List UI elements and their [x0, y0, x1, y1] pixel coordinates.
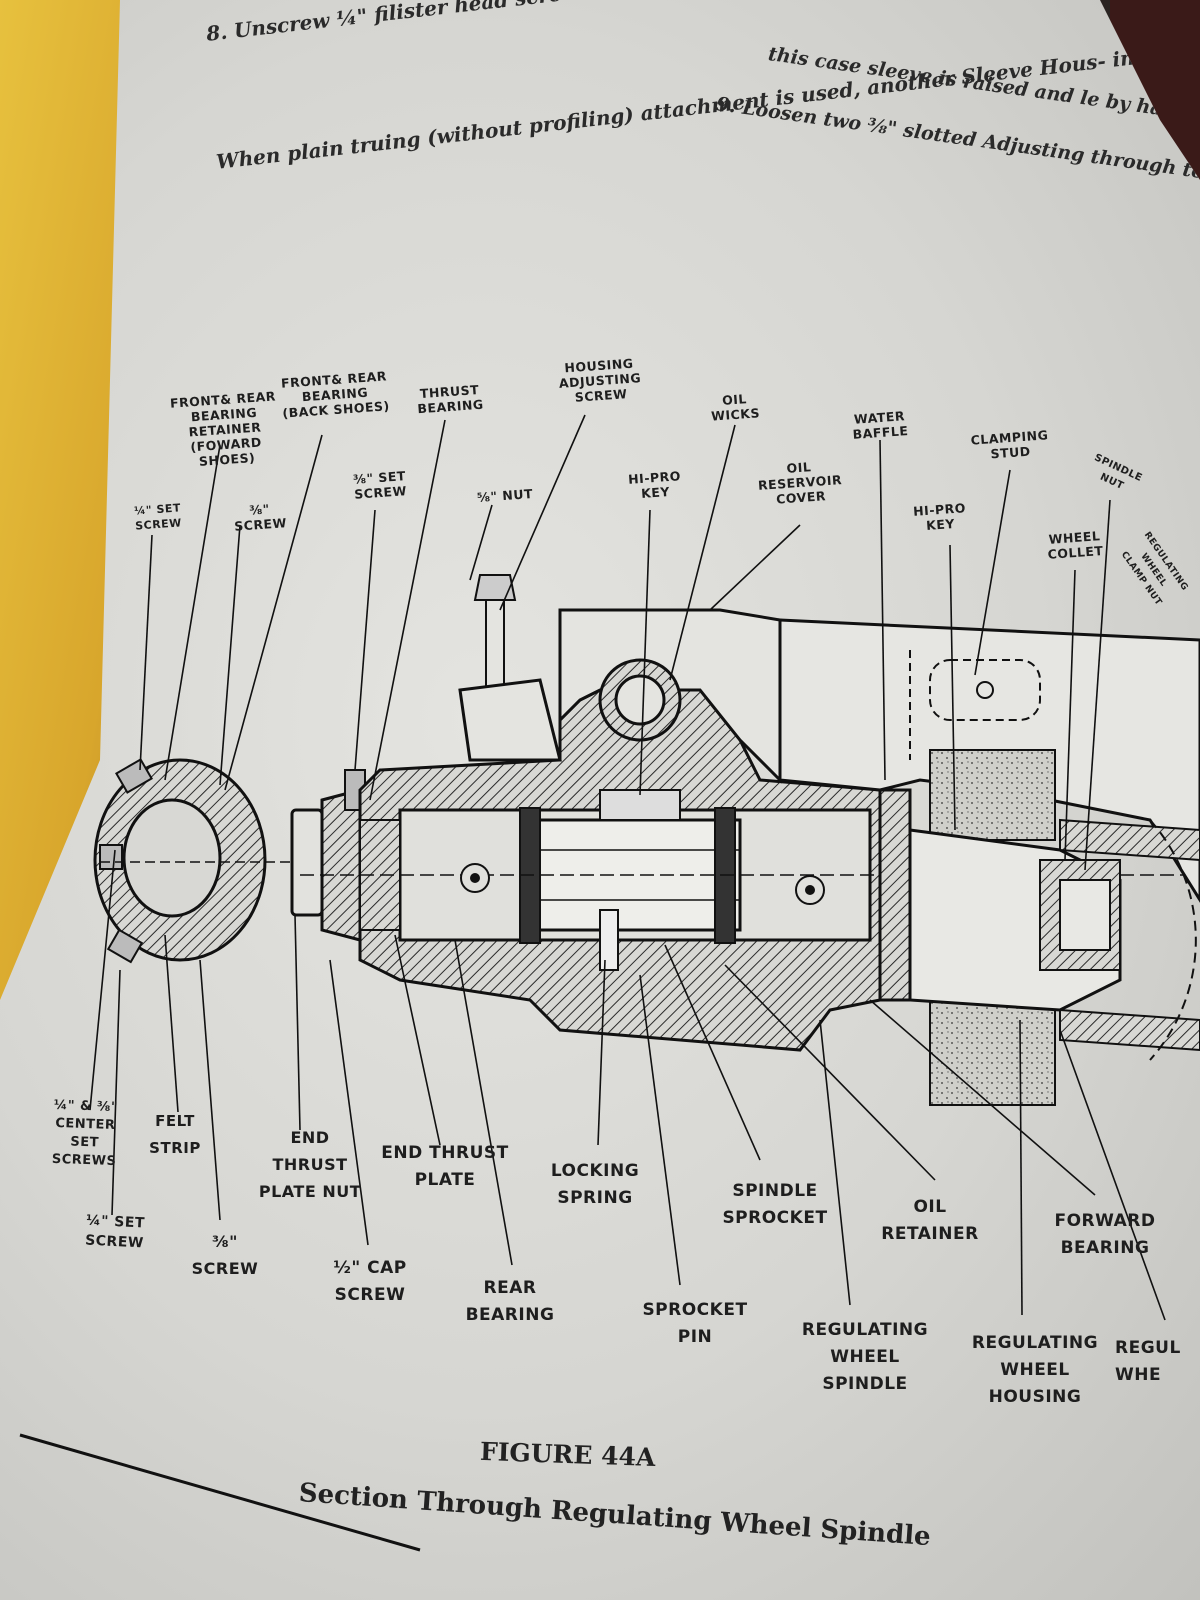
spindle-housing-drawing: [300, 574, 1200, 1106]
callout-set-screw-bottom: ¼" SET SCREW: [84, 1212, 146, 1252]
callout-hipro-key-right: HI-PRO KEY: [912, 500, 967, 533]
callout-screw-top-left: ⅜" SCREW: [233, 501, 288, 534]
callout-front-rear-bearing: FRONT& REAR BEARING (BACK SHOES): [280, 368, 391, 421]
callout-oil-reservoir-cover: OIL RESERVOIR COVER: [757, 459, 843, 507]
callout-cap-screw: ½" CAP SCREW: [333, 1258, 407, 1305]
figure-number: FIGURE 44A: [479, 1436, 656, 1473]
callout-oil-retainer: OIL RETAINER: [881, 1197, 979, 1244]
callout-locking-spring: LOCKING SPRING: [550, 1161, 640, 1208]
callout-thrust-bearing: THRUST BEARING: [416, 381, 485, 417]
callout-oil-wicks: OIL WICKS: [710, 391, 761, 424]
end-flange-drawing: [93, 758, 300, 964]
callout-water-baffle: WATER BAFFLE: [852, 408, 909, 442]
callout-reg-wheel-cut: REGUL WHE: [1115, 1338, 1181, 1385]
callout-sprocket-pin: SPROCKET PIN: [642, 1300, 748, 1347]
callout-wheel-collet: WHEEL COLLET: [1047, 528, 1104, 562]
leader-lines: [89, 414, 1166, 1321]
callout-reg-wheel-housing: REGULATING WHEEL HOUSING: [971, 1333, 1099, 1407]
callout-forward-bearing: FORWARD BEARING: [1054, 1211, 1156, 1258]
callout-spindle-sprocket: SPINDLE SPROCKET: [722, 1181, 828, 1228]
end-thrust-plate-drawing: [290, 769, 366, 942]
callout-set-screw-top-left: ¼" SET SCREW: [133, 501, 183, 533]
callout-end-thrust-plate-nut: END THRUST PLATE NUT: [258, 1128, 362, 1201]
callout-felt-strip: FELT STRIP: [149, 1112, 201, 1157]
callout-set-screw-top: ⅜" SET SCREW: [352, 468, 408, 502]
callout-front-rear-retainer: FRONT& REAR BEARING RETAINER (FOWARD SHO…: [169, 388, 277, 469]
callout-reg-wheel-spindle: REGULATING WHEEL SPINDLE: [801, 1320, 929, 1394]
callout-end-thrust-plate: END THRUST PLATE: [381, 1143, 509, 1190]
callout-clamping-stud: CLAMPING STUD: [970, 427, 1049, 462]
page-rule: [19, 1433, 421, 1552]
callout-hipro-key-left: HI-PRO KEY: [627, 468, 682, 501]
callout-center-set-screws: ¼" & ⅜" CENTER SET SCREWS: [51, 1097, 119, 1170]
callout-screw-bottom: ⅜" SCREW: [191, 1232, 259, 1278]
callout-rear-bearing: REAR BEARING: [465, 1278, 555, 1325]
callout-housing-adjusting-screw: HOUSING ADJUSTING SCREW: [558, 355, 642, 405]
